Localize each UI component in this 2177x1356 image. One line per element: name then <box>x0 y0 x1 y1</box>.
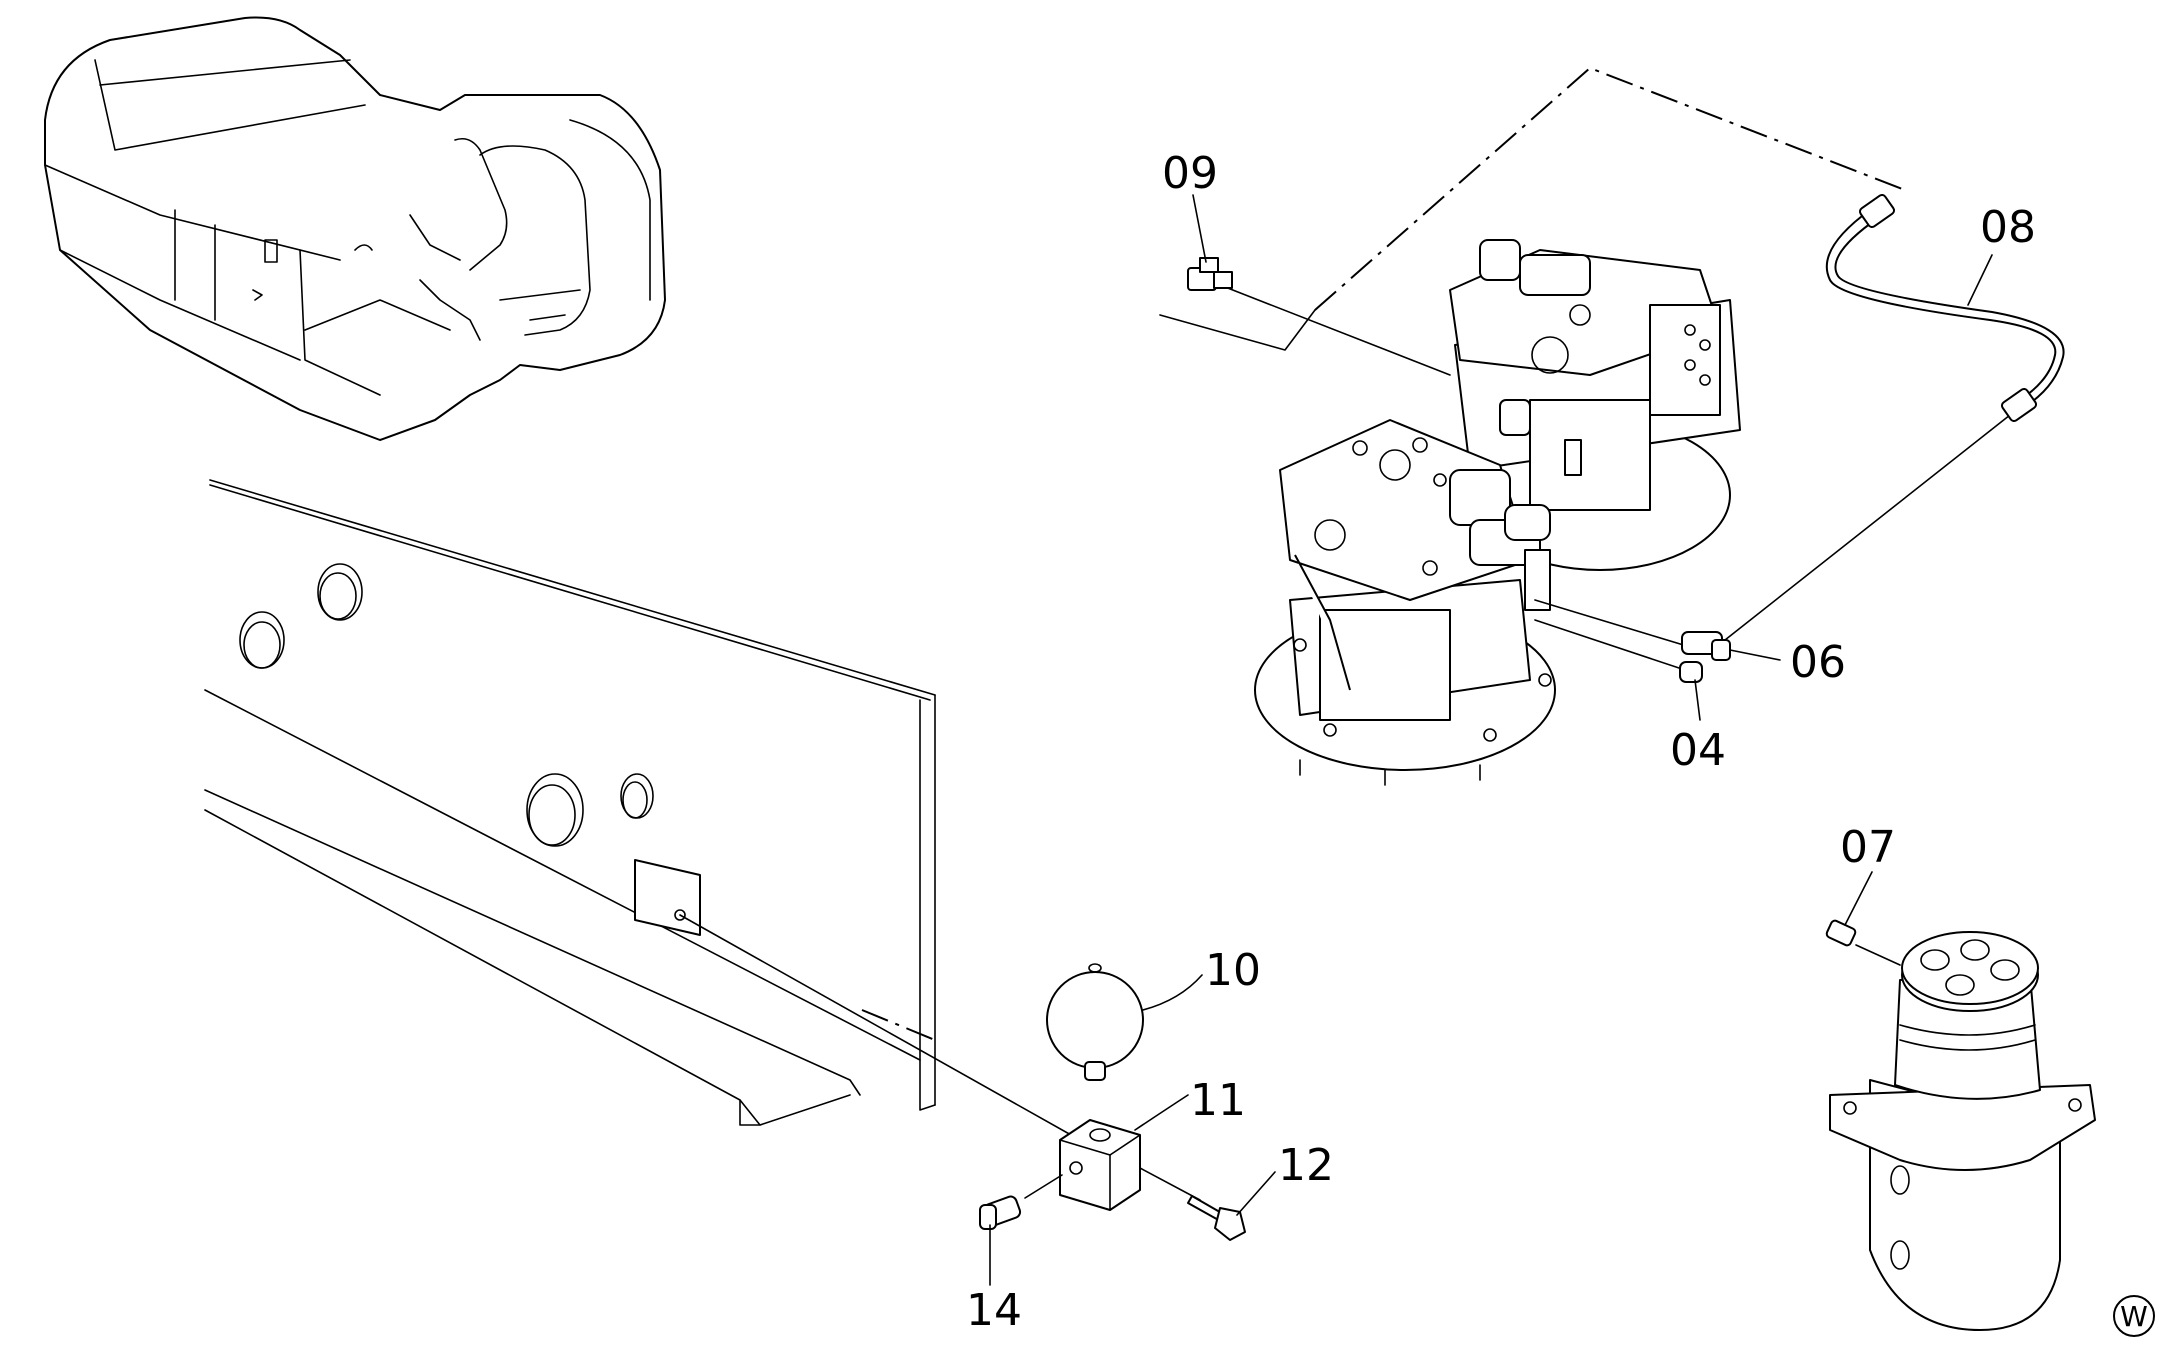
swivel-joint-icon <box>1829 931 2096 1331</box>
frame-plate-icon <box>204 479 936 1126</box>
leader-line <box>1855 944 1901 966</box>
callout-leader <box>1142 974 1203 1011</box>
elbow-fitting-icon <box>979 1195 1022 1230</box>
leader-line <box>1314 66 1906 311</box>
leader-line <box>1024 1174 1063 1199</box>
corner-mark: W <box>2113 1295 2155 1337</box>
swing-motor-icon <box>1254 239 1741 786</box>
callout-leader <box>1134 1094 1189 1131</box>
callout-leader <box>1967 254 1993 306</box>
callout-leader <box>1694 679 1701 721</box>
callout-09: 09 <box>1162 148 1218 199</box>
callout-leader <box>1236 1171 1276 1216</box>
callout-11: 11 <box>1190 1075 1246 1126</box>
grease-nipple-icon <box>1825 919 1857 947</box>
leader-line <box>1159 309 1316 351</box>
hose-icon <box>1825 193 2065 423</box>
bolt-icon <box>1187 1195 1246 1241</box>
manifold-block-icon <box>1059 1119 1141 1211</box>
callout-12: 12 <box>1278 1140 1334 1191</box>
callout-10: 10 <box>1205 945 1261 996</box>
tee-fitting-icon <box>1187 257 1233 291</box>
leader-line <box>861 1009 936 1041</box>
callout-06: 06 <box>1790 637 1846 688</box>
leader-line <box>1534 619 1686 671</box>
leader-line <box>1724 414 2011 641</box>
callout-leader <box>1192 194 1207 263</box>
callout-14: 14 <box>966 1285 1022 1336</box>
excavator-outline-icon <box>44 16 666 441</box>
leader-line <box>1139 1167 1201 1201</box>
callout-07: 07 <box>1840 822 1896 873</box>
leader-line <box>1219 284 1451 376</box>
leader-line <box>679 914 1081 1141</box>
callout-leader <box>1729 649 1781 661</box>
accumulator-sphere-icon <box>1046 963 1144 1081</box>
elbow-fitting-icon <box>1681 631 1731 661</box>
leader-line <box>1534 599 1701 651</box>
callout-leader <box>1844 871 1873 926</box>
callout-08: 08 <box>1980 202 2036 253</box>
callout-04: 04 <box>1670 725 1726 776</box>
plug-fitting-icon <box>1679 661 1703 683</box>
svg-text:W: W <box>2120 1300 2148 1333</box>
